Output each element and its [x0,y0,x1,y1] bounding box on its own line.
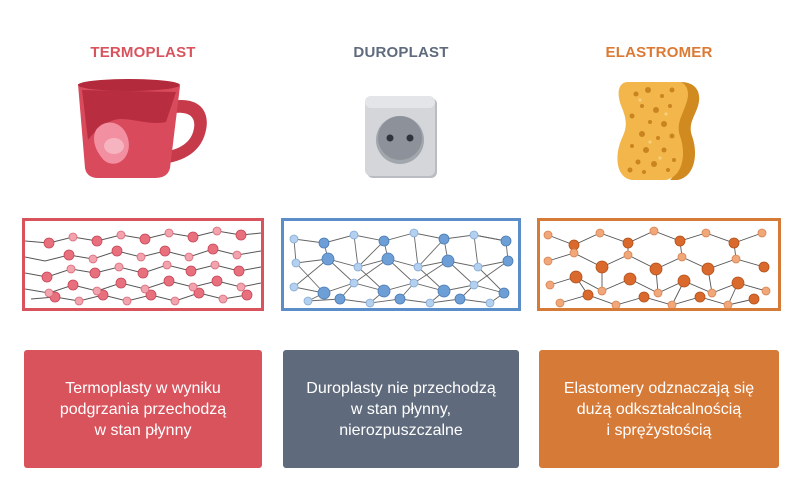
elastomer-description: Elastomery odznaczają się dużą odkształc… [539,350,779,468]
duroplast-structure [281,218,521,311]
description-line: Duroplasty nie przechodzą [306,379,496,397]
description-line: dużą odkształcalnością [576,400,742,418]
description-line: i sprężystością [606,421,712,439]
mug-icon [22,70,264,190]
description-line: Termoplasty w wyniku [65,379,221,397]
elastomer-chains [543,226,771,308]
termoplast-structure [22,218,264,311]
description-line: w stan płynny, [350,400,452,418]
elastomer-title: ELASTROMER [605,44,713,61]
description-line: Elastomery odznaczają się [563,379,755,397]
column-duroplast: DUROPLAST [281,0,521,483]
termoplast-description: Termoplasty w wyniku podgrzania przechod… [24,350,262,468]
description-line: w stan płynny [94,421,192,439]
duroplast-description: Duroplasty nie przechodzą w stan płynny,… [283,350,519,468]
column-termoplast: TERMOPLAST [22,0,264,483]
termoplast-title: TERMOPLAST [90,44,196,61]
electrical-socket-icon [281,70,521,190]
sponge-icon [537,70,781,190]
duroplast-title: DUROPLAST [353,44,449,61]
description-line: nierozpuszczalne [339,421,463,439]
description-line: podgrzania przechodzą [59,400,227,418]
column-elastomer: ELASTROMER [537,0,781,483]
elastomer-structure [537,218,781,311]
duroplast-network [289,228,514,308]
termoplast-chains [25,226,261,306]
